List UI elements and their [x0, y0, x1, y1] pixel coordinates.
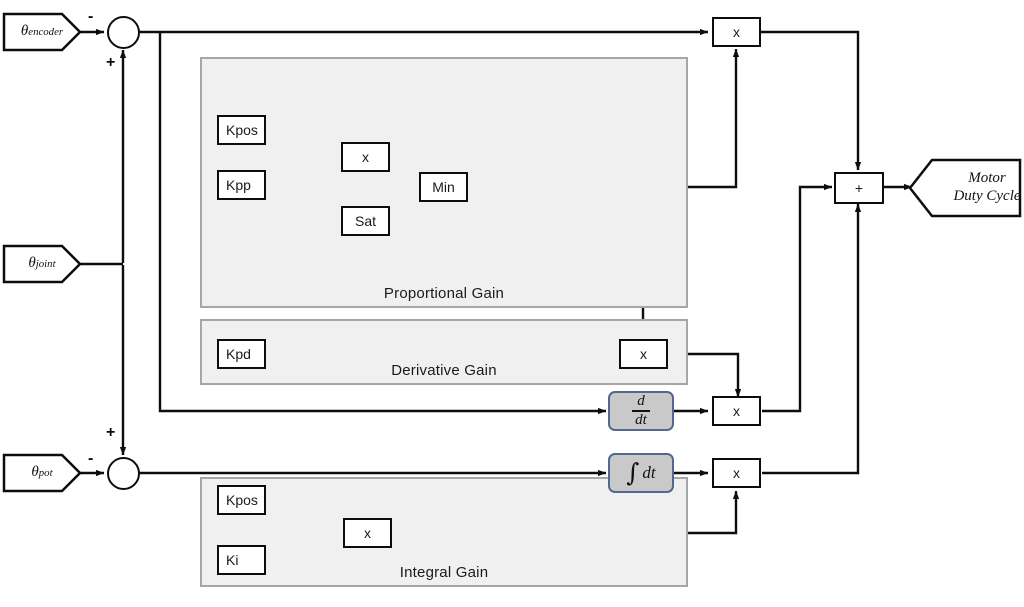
- block-proportional-kpos[interactable]: Kpos: [217, 115, 266, 145]
- theta-symbol: θ: [20, 23, 29, 40]
- derivative-denominator: dt: [635, 411, 647, 428]
- multiplier-integral-path[interactable]: x: [712, 458, 761, 488]
- output-label-motor-duty-cycle: Motor Duty Cycle: [908, 158, 1024, 218]
- block-proportional-multiplier[interactable]: x: [341, 142, 390, 172]
- block-derivative-multiplier[interactable]: x: [619, 339, 668, 369]
- block-integral-multiplier[interactable]: x: [343, 518, 392, 548]
- pentagon-flag-shape: [2, 244, 82, 284]
- pentagon-flag-shape: [2, 453, 82, 493]
- output-line-2: Duty Cycle: [953, 188, 1021, 204]
- theta-symbol: θ: [28, 255, 36, 272]
- theta-symbol: θ: [31, 464, 39, 481]
- output-line-1: Motor: [968, 170, 1006, 187]
- theta-subscript: pot: [38, 466, 53, 479]
- derivative-numerator: d: [637, 393, 645, 409]
- derivative-fraction: d dt: [632, 393, 650, 428]
- summing-junction-top: [107, 16, 140, 49]
- fraction-bar: [632, 410, 650, 412]
- pentagon-flag-shape: [908, 158, 1022, 218]
- integral-operator-block[interactable]: ∫ dt: [608, 453, 674, 493]
- block-integral-ki[interactable]: Ki: [217, 545, 266, 575]
- block-proportional-saturation[interactable]: Sat: [341, 206, 390, 236]
- group-integral-gain: Integral Gain: [200, 477, 688, 587]
- summation-output-block[interactable]: +: [834, 172, 884, 204]
- integral-suffix: dt: [642, 463, 656, 482]
- pentagon-flag-shape: [2, 12, 82, 52]
- block-proportional-min[interactable]: Min: [419, 172, 468, 202]
- group-label-integral-gain: Integral Gain: [399, 564, 489, 581]
- group-label-derivative-gain: Derivative Gain: [391, 362, 497, 379]
- theta-subscript: joint: [35, 257, 56, 270]
- block-derivative-kpd[interactable]: Kpd: [217, 339, 266, 369]
- output-flag-motor-duty-cycle: Motor Duty Cycle: [908, 158, 1022, 218]
- multiplier-derivative-path[interactable]: x: [712, 396, 761, 426]
- group-label-proportional-gain: Proportional Gain: [383, 285, 505, 302]
- group-derivative-gain: Derivative Gain: [200, 319, 688, 385]
- multiplier-top[interactable]: x: [712, 17, 761, 47]
- sum-bottom-minus-sign: -: [88, 450, 94, 467]
- sum-bottom-plus-sign: +: [106, 424, 116, 441]
- theta-subscript: encoder: [28, 25, 64, 38]
- block-integral-kpos[interactable]: Kpos: [217, 485, 266, 515]
- integral-expression: ∫ dt: [626, 458, 656, 488]
- summing-junction-bottom: [107, 457, 140, 490]
- integral-sign-icon: ∫: [626, 458, 640, 488]
- derivative-operator-block[interactable]: d dt: [608, 391, 674, 431]
- sum-top-plus-sign: +: [106, 54, 116, 71]
- sum-top-minus-sign: -: [88, 8, 94, 25]
- block-proportional-kpp[interactable]: Kpp: [217, 170, 266, 200]
